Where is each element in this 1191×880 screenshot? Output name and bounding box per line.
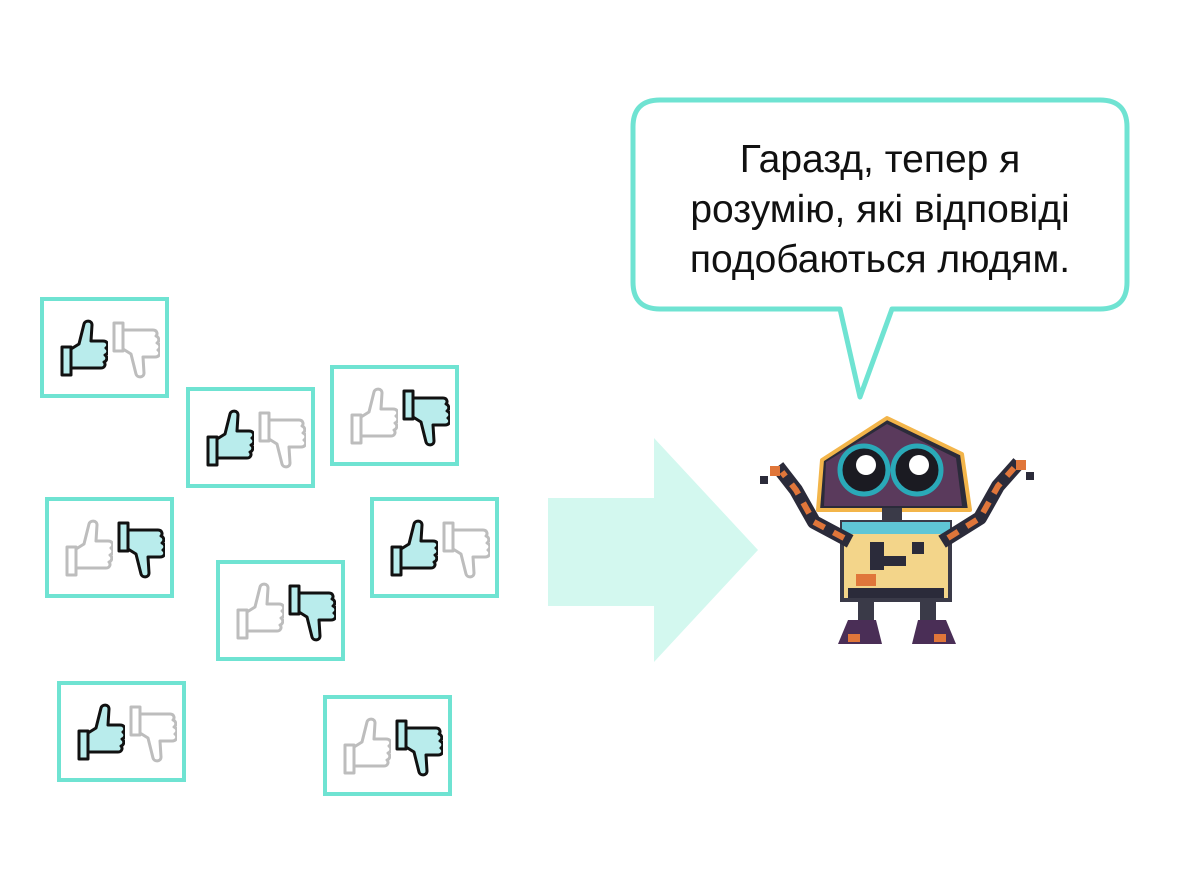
thumbs-up-icon [77, 703, 125, 761]
thumbs-down-icon [258, 411, 306, 469]
speech-bubble: Гаразд, тепер я розумію, які відповіді п… [630, 97, 1130, 400]
feedback-card [40, 297, 169, 398]
thumbs-up-icon [206, 409, 254, 467]
robot-icon [760, 416, 1034, 644]
thumbs-down-icon [395, 719, 443, 777]
thumbs-up-icon [390, 519, 438, 577]
feedback-card [330, 365, 459, 466]
thumbs-down-icon [112, 321, 160, 379]
feedback-card [57, 681, 186, 782]
thumbs-down-icon [129, 705, 177, 763]
thumbs-down-icon [288, 584, 336, 642]
feedback-card [45, 497, 174, 598]
thumbs-down-icon [402, 389, 450, 447]
thumbs-up-icon [236, 582, 284, 640]
thumbs-up-icon [65, 519, 113, 577]
speech-line-2: розумію, які відповіді [690, 188, 1070, 231]
speech-bubble-text: Гаразд, тепер я розумію, які відповіді п… [640, 135, 1120, 285]
arrow-right-icon [548, 438, 758, 662]
feedback-card [216, 560, 345, 661]
feedback-card [186, 387, 315, 488]
thumbs-up-icon [60, 319, 108, 377]
speech-line-3: подобаються людям. [689, 238, 1071, 281]
feedback-card [323, 695, 452, 796]
thumbs-up-icon [350, 387, 398, 445]
speech-line-1: Гаразд, тепер я [739, 138, 1021, 181]
feedback-card [370, 497, 499, 598]
thumbs-down-icon [117, 521, 165, 579]
thumbs-down-icon [442, 521, 490, 579]
thumbs-up-icon [343, 717, 391, 775]
